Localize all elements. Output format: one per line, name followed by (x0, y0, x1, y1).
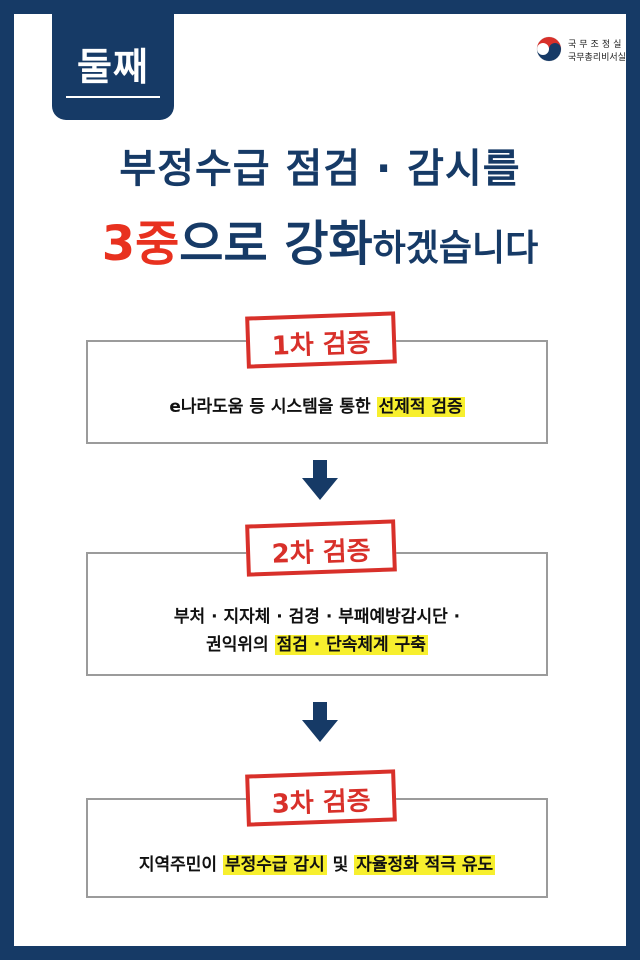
down-arrow-icon (302, 460, 338, 500)
step-2-highlight: 점검 · 단속체계 구축 (274, 635, 428, 655)
step-2-plain: 권익위의 (206, 635, 275, 655)
section-badge-label: 둘째 (77, 45, 149, 89)
headline-line-1: 부정수급 점검 · 감시를 (119, 146, 521, 192)
logo-text-secondary: 국무총리비서실 (568, 53, 626, 63)
step-3-connector: 및 (326, 855, 355, 875)
headline-part-a: 으로 (179, 216, 285, 272)
step-1-stamp: 1차 검증 (245, 311, 397, 369)
step-1-highlight: 선제적 검증 (376, 397, 465, 417)
government-logo: 국무조정실 국무총리비서실 (536, 36, 636, 66)
section-badge-underline (66, 96, 160, 98)
down-arrow-icon (302, 702, 338, 742)
headline-part-b: 강화 (284, 216, 373, 272)
step-3-plain: 지역주민이 (138, 855, 223, 875)
step-2-stamp-label: 2차 검증 (271, 536, 372, 570)
government-emblem-icon (536, 36, 562, 62)
step-2-text-line-1: 부처 · 지자체 · 검경 · 부패예방감시단 · (173, 607, 461, 627)
step-1-stamp-label: 1차 검증 (271, 328, 372, 362)
step-3-stamp-label: 3차 검증 (271, 786, 372, 820)
section-badge: 둘째 (52, 14, 174, 120)
headline-line-2: 3중으로 강화하겠습니다 (0, 204, 640, 274)
step-3-highlight-1: 부정수급 감시 (222, 855, 327, 875)
logo-text-primary: 국무조정실 (568, 40, 625, 50)
step-3-text: 지역주민이 부정수급 감시 및 자율정화 적극 유도 (88, 850, 546, 875)
step-3-highlight-2: 자율정화 적극 유도 (354, 855, 496, 875)
step-2-stamp: 2차 검증 (245, 519, 397, 577)
step-2-text-line-2: 권익위의 점검 · 단속체계 구축 (88, 630, 546, 655)
headline-part-small: 하겠습니다 (372, 228, 539, 269)
step-1-plain: e나라도움 등 시스템을 통한 (169, 397, 377, 417)
step-3-stamp: 3차 검증 (245, 769, 397, 827)
step-1-text: e나라도움 등 시스템을 통한 선제적 검증 (88, 392, 546, 417)
headline-emphasis: 3중 (101, 216, 180, 272)
